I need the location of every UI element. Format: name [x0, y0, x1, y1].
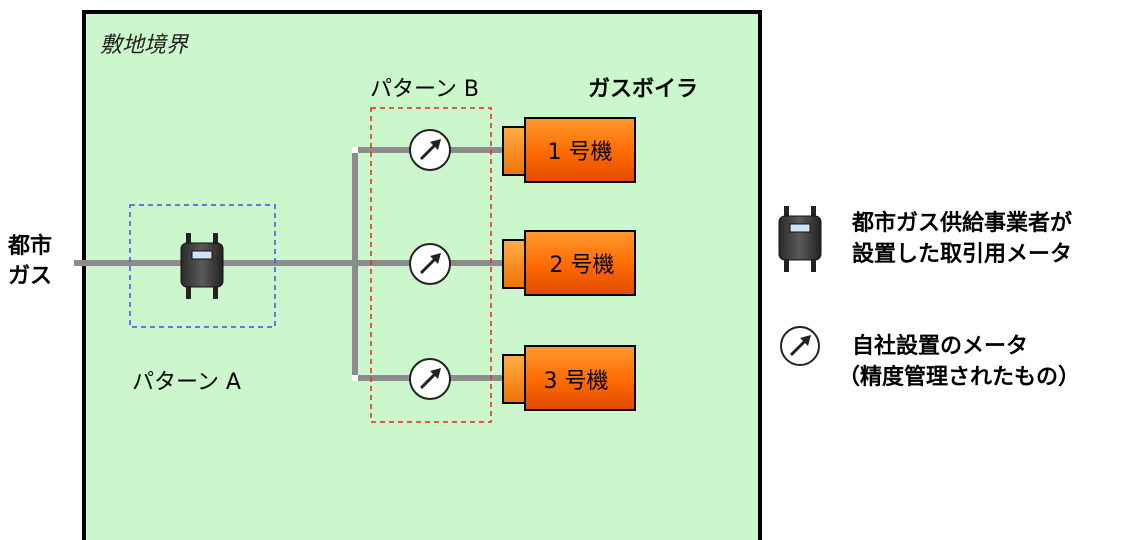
boiler-unit-1: 1 号機: [502, 117, 636, 183]
legend-own-meter-line2: （精度管理されたもの）: [838, 364, 1080, 390]
gas-boiler-title: ガスボイラ: [588, 77, 698, 102]
flow-meter-icon: [409, 358, 451, 400]
boiler-unit-3: 3 号機: [502, 345, 636, 411]
pattern-b-box: [370, 107, 492, 423]
city-gas-label-line2: ガス: [8, 264, 52, 289]
flow-meter-icon: [780, 326, 820, 366]
legend: 都市ガス供給事業者が 設置した取引用メータ 自社設置のメータ （精度管理されたも…: [778, 206, 1080, 390]
legend-utility-meter-line2: 設置した取引用メータ: [852, 241, 1072, 267]
gas-meter-icon: [778, 206, 822, 272]
city-gas-label-line1: 都市: [7, 233, 52, 259]
boiler-unit-3-label: 3 号機: [544, 369, 609, 394]
pattern-a-label: パターン A: [132, 370, 241, 395]
pattern-a-box: [129, 204, 276, 328]
boiler-unit-2: 2 号機: [502, 230, 636, 296]
flow-meter-icon: [409, 129, 451, 171]
pipe-junctions: [352, 147, 358, 381]
boiler-unit-2-label: 2 号機: [550, 253, 615, 278]
pattern-b-label: パターン B: [370, 77, 479, 102]
legend-own-meter-line1: 自社設置のメータ: [852, 333, 1028, 359]
legend-utility-meter-line1: 都市ガス供給事業者が: [851, 210, 1072, 236]
boiler-unit-1-label: 1 号機: [548, 140, 613, 165]
site-boundary-label: 敷地境界: [100, 33, 190, 58]
gas-meter-icon: [180, 233, 224, 299]
flow-meter-icon: [409, 243, 451, 285]
